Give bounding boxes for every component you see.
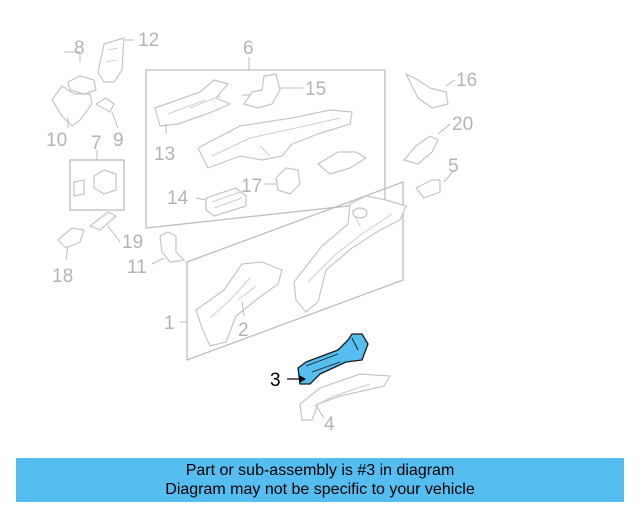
part-14-plate <box>205 187 247 217</box>
assembly-1-frame <box>186 181 404 361</box>
part-19-bracket <box>89 211 117 231</box>
callout-9: 9 <box>113 130 124 151</box>
callout-13: 13 <box>154 144 175 165</box>
callout-3[interactable]: 3 <box>270 370 281 391</box>
part-6-small-bracket <box>317 151 367 175</box>
callout-20: 20 <box>452 114 473 135</box>
part-13-bracket <box>154 79 231 127</box>
callout-18: 18 <box>52 266 73 287</box>
callout-8: 8 <box>74 38 85 59</box>
caption-line-1: Part or sub-assembly is #3 in diagram <box>185 462 455 479</box>
callout-2: 2 <box>238 320 249 341</box>
caption-line-2: Diagram may not be specific to your vehi… <box>165 481 475 498</box>
part-7-clip <box>93 169 117 195</box>
part-4-panel <box>299 373 391 421</box>
callout-15: 15 <box>305 79 326 100</box>
parts-diagram: 1 2 3 4 5 6 7 8 9 10 11 12 13 14 15 16 1… <box>46 30 477 435</box>
callout-11: 11 <box>127 257 147 278</box>
part-10-bracket <box>51 85 93 127</box>
caption-bar: Part or sub-assembly is #3 in diagram Di… <box>16 458 624 502</box>
callout-17: 17 <box>241 176 262 197</box>
part-7-pad <box>73 179 85 197</box>
callout-4: 4 <box>324 414 335 435</box>
callout-19: 19 <box>122 232 143 253</box>
callout-14: 14 <box>167 188 189 209</box>
callout-5: 5 <box>448 156 459 177</box>
part-11-clip <box>159 231 185 263</box>
part-2-rail <box>195 261 283 347</box>
part-1-rail <box>293 195 407 313</box>
callout-12: 12 <box>138 30 159 51</box>
callout-16: 16 <box>456 70 477 91</box>
callout-6: 6 <box>243 38 254 59</box>
callout-10: 10 <box>46 130 67 151</box>
part-15-bracket <box>243 73 281 109</box>
part-5-plate <box>415 179 441 199</box>
part-17-grommet <box>275 167 301 195</box>
part-12-bracket <box>97 37 125 83</box>
part-8-bracket <box>67 75 97 95</box>
callout-1: 1 <box>164 313 175 334</box>
part-3-highlighted[interactable] <box>297 333 369 385</box>
part-18-bracket <box>57 227 85 249</box>
part-20-bracket <box>403 135 439 165</box>
part-9-clip <box>95 97 115 113</box>
part-16-bracket <box>405 73 449 109</box>
callout-7: 7 <box>91 133 102 154</box>
